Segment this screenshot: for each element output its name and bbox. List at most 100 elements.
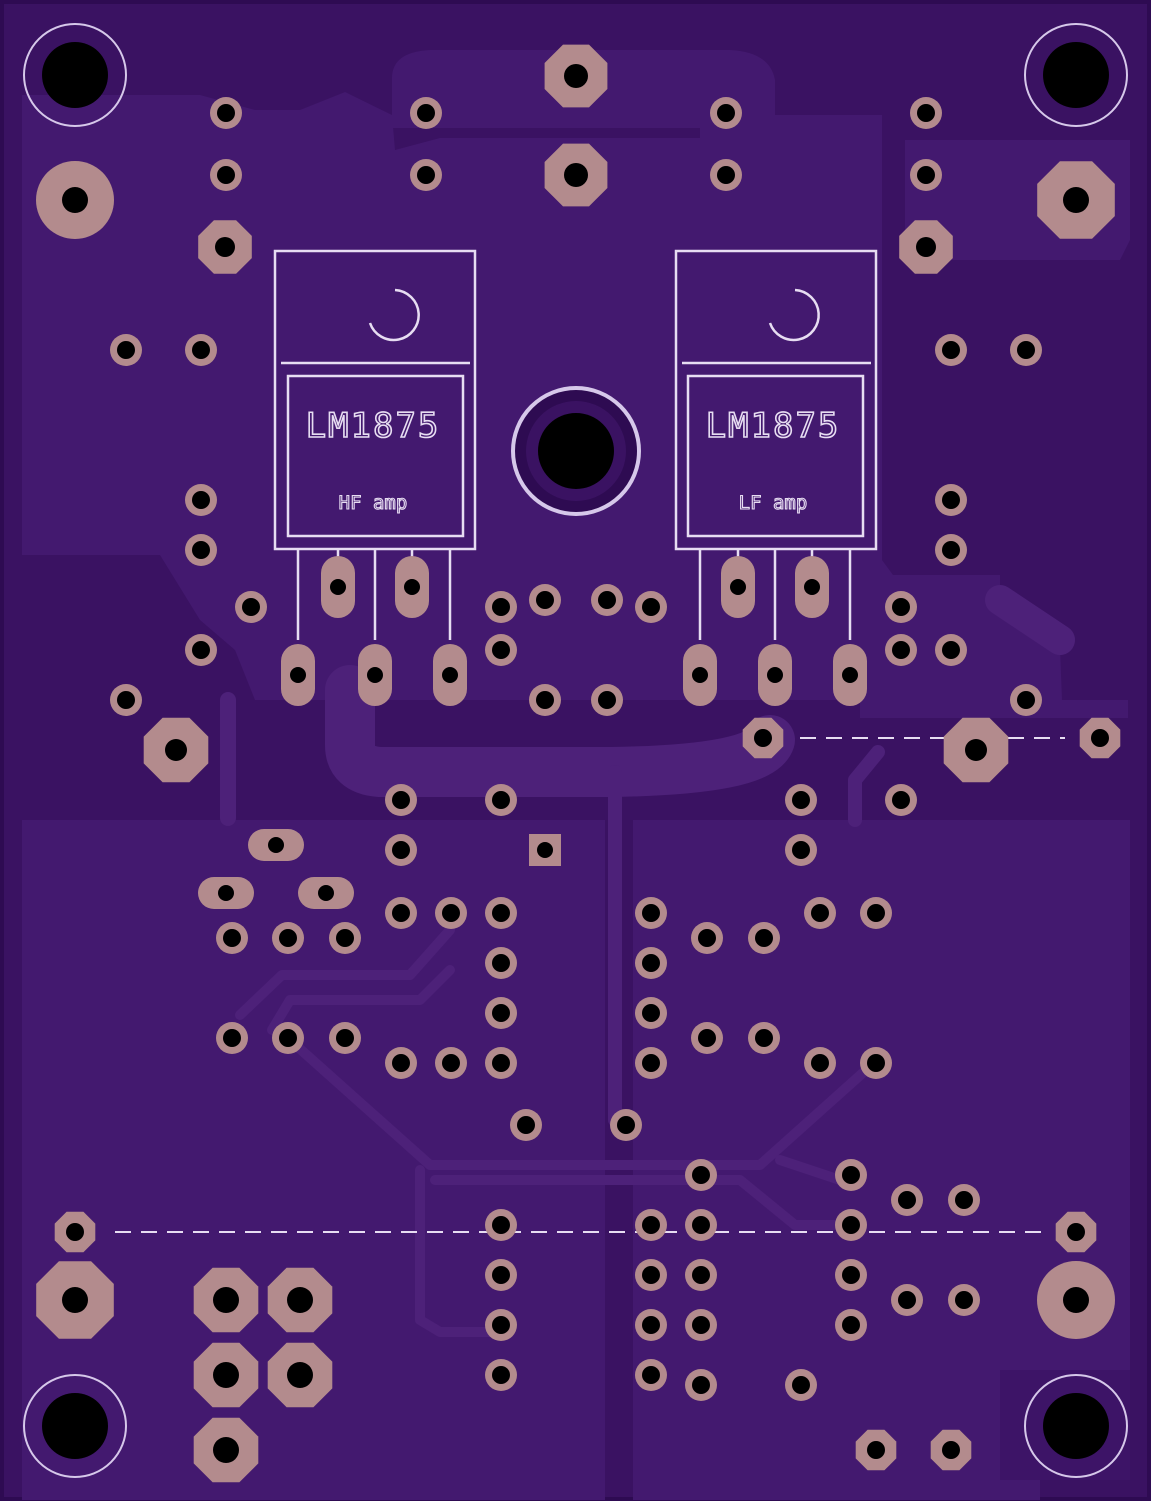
via-pad (329, 1022, 361, 1054)
via-pad (272, 1022, 304, 1054)
mounting-hole-icon (23, 1374, 127, 1478)
via-pad (691, 1022, 723, 1054)
octagon-pad (193, 1417, 259, 1483)
via-pad (485, 1309, 517, 1341)
via-pad (635, 1047, 667, 1079)
oval-pad (298, 877, 354, 909)
via-pad (185, 334, 217, 366)
via-pad (685, 1209, 717, 1241)
via-pad (485, 1359, 517, 1391)
via-pad (210, 97, 242, 129)
via-pad (785, 1369, 817, 1401)
octagon-pad (855, 1429, 897, 1471)
via-pad (185, 634, 217, 666)
via-pad (1010, 684, 1042, 716)
via-pad (210, 159, 242, 191)
octagon-pad (544, 143, 608, 207)
octagon-pad (943, 717, 1009, 783)
via-pad (435, 1047, 467, 1079)
via-pad (485, 1047, 517, 1079)
via-pad (691, 922, 723, 954)
mounting-hole-icon (1024, 1374, 1128, 1478)
via-pad (635, 1209, 667, 1241)
oval-pad (198, 877, 254, 909)
via-pad (435, 897, 467, 929)
ic-pin-pad (833, 644, 867, 706)
via-pad (748, 922, 780, 954)
mounting-hole-icon (23, 23, 127, 127)
via-pad (885, 784, 917, 816)
mounting-holes (23, 23, 1128, 1478)
via-pad (385, 1047, 417, 1079)
oval-pad (248, 829, 304, 861)
ic-pin-pad (758, 644, 792, 706)
via-pad (935, 534, 967, 566)
via-pad (485, 634, 517, 666)
via-pad (485, 897, 517, 929)
via-pad (510, 1109, 542, 1141)
via-pad (591, 584, 623, 616)
via-pad (110, 334, 142, 366)
octagon-pad (143, 717, 209, 783)
via-pad (685, 1159, 717, 1191)
via-pad (748, 1022, 780, 1054)
via-pad (485, 784, 517, 816)
octagon-pad (267, 1342, 333, 1408)
octagon-pad (742, 717, 784, 759)
via-pad (804, 897, 836, 929)
via-pad (910, 97, 942, 129)
via-pad (710, 159, 742, 191)
via-pad (948, 1184, 980, 1216)
ic-pin-pad (433, 644, 467, 706)
via-pad (885, 591, 917, 623)
via-pad (685, 1259, 717, 1291)
via-pad (591, 684, 623, 716)
via-pad (935, 634, 967, 666)
via-pad (835, 1209, 867, 1241)
via-pad (635, 997, 667, 1029)
heatsink-mount-icon (511, 386, 641, 516)
ic-pin-pad (281, 644, 315, 706)
round-pad (1037, 1261, 1115, 1339)
ic-pin-pad (358, 644, 392, 706)
via-pad (185, 534, 217, 566)
via-pad (529, 684, 561, 716)
via-pad (216, 922, 248, 954)
via-pad (835, 1259, 867, 1291)
via-pad (610, 1109, 642, 1141)
via-pad (216, 1022, 248, 1054)
via-pad (635, 1359, 667, 1391)
octagon-pad (36, 1261, 114, 1339)
via-pad (635, 591, 667, 623)
via-pad (485, 591, 517, 623)
via-pad (785, 784, 817, 816)
octagon-pad (198, 220, 252, 274)
round-pad (36, 161, 114, 239)
ic-part-label-lf: LM1875 (706, 406, 841, 446)
octagon-pad (1055, 1211, 1097, 1253)
via-pad (110, 684, 142, 716)
via-pad (485, 947, 517, 979)
via-pad (635, 897, 667, 929)
via-pad (329, 922, 361, 954)
via-pad (385, 834, 417, 866)
via-pad (1010, 334, 1042, 366)
ic-function-label-lf: LF amp (739, 492, 808, 514)
via-pad (272, 922, 304, 954)
ic-outline-hf-amp (273, 249, 477, 640)
via-pad (910, 159, 942, 191)
via-pad (635, 947, 667, 979)
mounting-hole-icon (1024, 23, 1128, 127)
via-pad (835, 1159, 867, 1191)
via-pad (485, 1209, 517, 1241)
via-pad (885, 634, 917, 666)
octagon-pad (899, 220, 953, 274)
via-pad (410, 97, 442, 129)
octagon-pad (930, 1429, 972, 1471)
pads (36, 44, 1121, 1483)
octagon-pad (193, 1342, 259, 1408)
via-pad (635, 1309, 667, 1341)
via-pad (804, 1047, 836, 1079)
ic-pin-pad (321, 556, 355, 618)
square-pad (529, 834, 561, 866)
